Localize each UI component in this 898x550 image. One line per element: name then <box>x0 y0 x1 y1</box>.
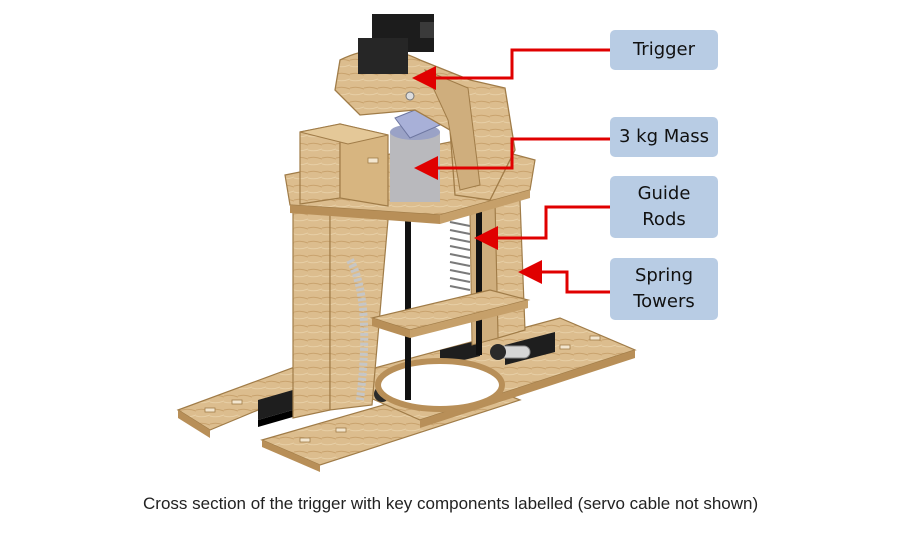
cable-box <box>299 123 389 207</box>
arrow-mass <box>414 137 610 180</box>
base-ring <box>375 358 505 412</box>
label-spring-towers-text: Spring Towers <box>633 265 695 312</box>
label-trigger: Trigger <box>610 30 718 70</box>
arrow-trigger <box>412 48 610 90</box>
callout-arrows <box>412 48 610 294</box>
spring <box>449 221 471 291</box>
figure-caption: Cross section of the trigger with key co… <box>143 494 759 513</box>
left-spring-tower <box>292 201 389 419</box>
label-trigger-text: Trigger <box>632 39 696 60</box>
mass-cylinder <box>390 107 441 202</box>
label-mass: 3 kg Mass <box>610 117 718 157</box>
servo <box>358 14 434 74</box>
label-guide-rods: Guide Rods <box>610 176 718 238</box>
arrow-towers <box>518 260 610 294</box>
label-mass-text: 3 kg Mass <box>618 126 710 147</box>
spring-plate <box>369 289 531 338</box>
guide-rods <box>405 175 482 400</box>
arrow-rods <box>474 205 610 250</box>
label-spring-towers: Spring Towers <box>610 258 718 320</box>
label-guide-rods-text: Guide Rods <box>637 183 691 230</box>
